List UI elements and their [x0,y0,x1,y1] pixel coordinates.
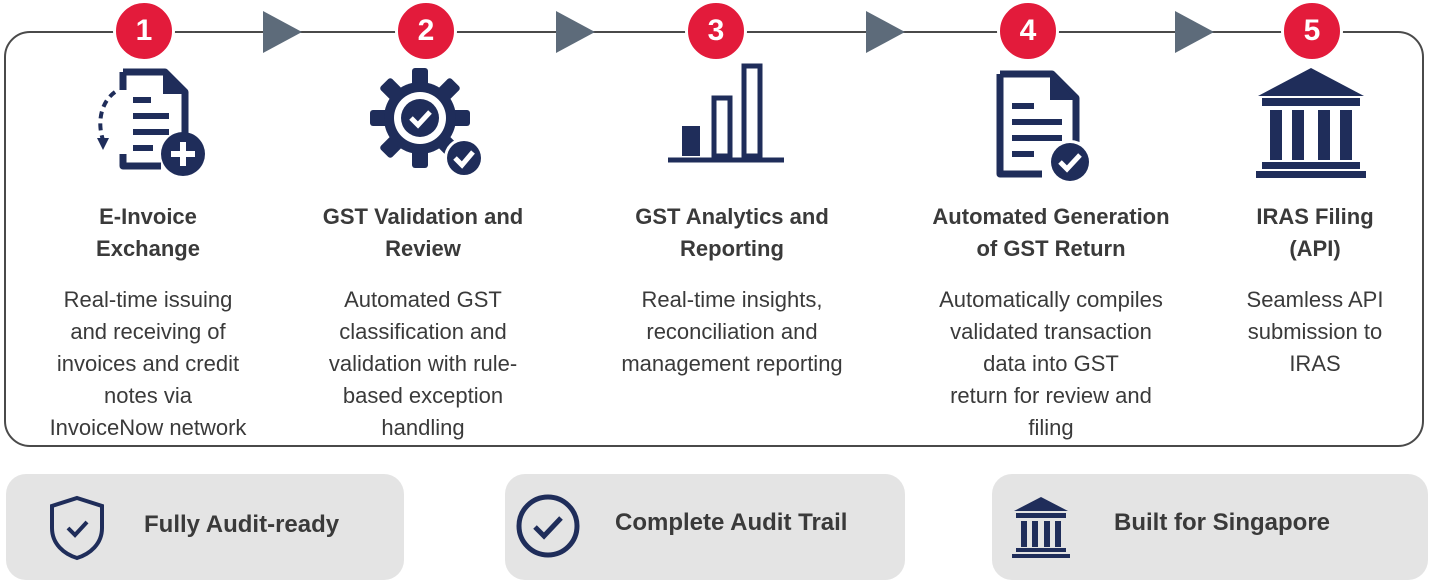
arrow-right-icon [556,11,595,53]
feature-pill-singapore: Built for Singapore [992,474,1428,580]
bank-building-icon [1006,491,1076,561]
step-number-badge: 4 [997,0,1059,62]
e-invoice-icon [73,62,223,182]
feature-label: Fully Audit-ready [144,511,340,538]
step-title: IRAS Filing(API) [1256,204,1374,261]
arrow-right-icon [1175,11,1214,53]
gear-check-icon [348,62,498,182]
step-number-badge: 3 [685,0,747,62]
step-number-badge: 5 [1281,0,1343,62]
document-check-icon [972,62,1122,182]
feature-pill-audit-trail: Complete Audit Trail [505,474,905,580]
arrow-right-icon [263,11,302,53]
step-number-badge: 2 [395,0,457,62]
circle-check-icon [513,491,583,561]
feature-label: Complete Audit Trail [615,509,848,536]
bank-building-icon [1236,62,1386,182]
step-number-badge: 1 [113,0,175,62]
bar-chart-icon [650,62,800,182]
shield-check-icon [42,492,112,562]
arrow-right-icon [866,11,905,53]
feature-pill-audit-ready: Fully Audit-ready [6,474,404,580]
feature-label: Built for Singapore [1114,509,1330,536]
